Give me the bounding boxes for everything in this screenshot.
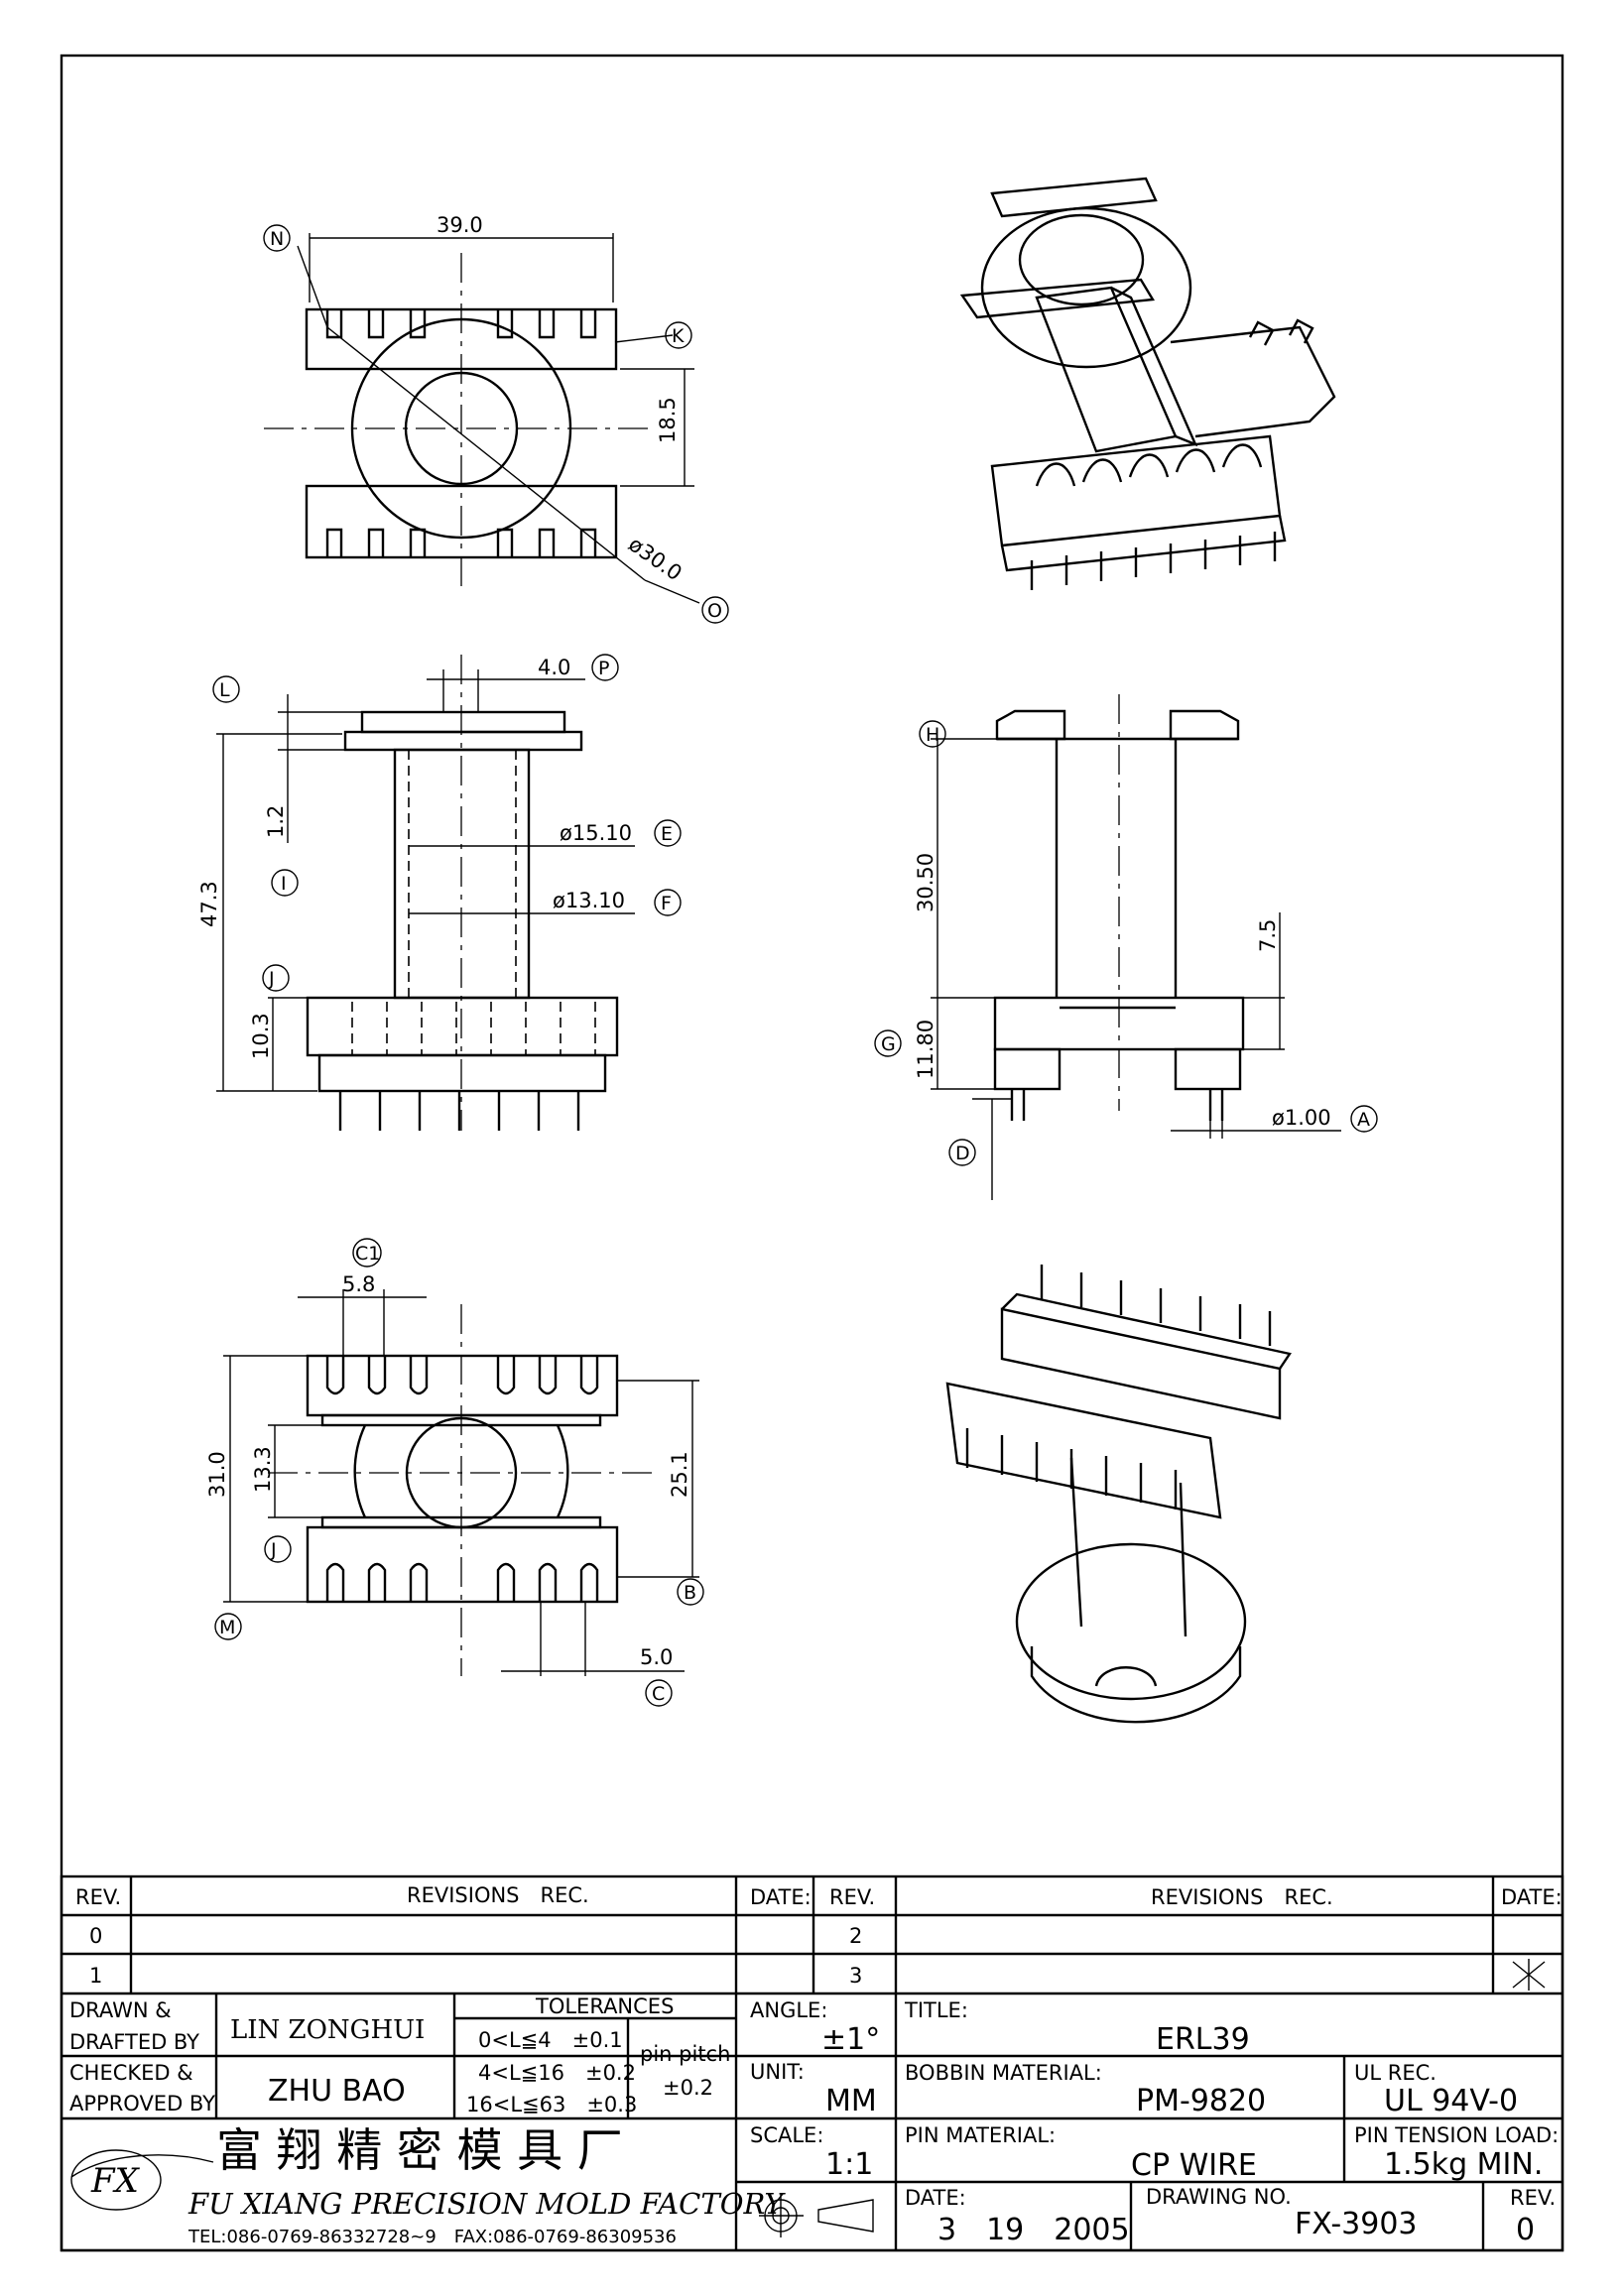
rev-row-3: 3 <box>849 1964 862 1988</box>
date-label: DATE: <box>905 2186 966 2210</box>
bobbin-material-label: BOBBIN MATERIAL: <box>905 2061 1102 2085</box>
scale-value: 1:1 <box>825 2147 873 2182</box>
callout-c1: C1 <box>355 1243 380 1265</box>
rev-value: 0 <box>1516 2213 1535 2247</box>
bottom-slot-width-label: 5.8 <box>342 1272 375 1296</box>
front-outer-diameter-label: ø15.10 <box>560 821 632 845</box>
bottom-outer-height-label: 25.1 <box>668 1451 691 1498</box>
callout-g: G <box>881 1033 896 1055</box>
top-height-label: 18.5 <box>656 397 680 443</box>
date-value: 3 19 2005 <box>937 2213 1130 2247</box>
rev-label: REV. <box>1510 2186 1556 2210</box>
scale-label: SCALE: <box>750 2123 823 2147</box>
bottom-view: 5.8 31.0 13.3 25.1 5.0 C1 J M B C <box>205 1238 704 1707</box>
company-contact: TEL:086-0769-86332728~9 FAX:086-0769-863… <box>187 2227 677 2247</box>
callout-d: D <box>955 1143 970 1164</box>
checked-label-1: CHECKED & <box>69 2061 193 2085</box>
rev-row-1: 1 <box>89 1964 102 1988</box>
callout-h: H <box>926 724 939 746</box>
callout-b: B <box>684 1582 696 1604</box>
front-base-height-label: 10.3 <box>249 1013 273 1059</box>
date-header-left: DATE: <box>750 1885 812 1909</box>
front-total-height-label: 47.3 <box>197 881 221 927</box>
front-view: 4.0 47.3 1.2 ø15.10 ø13.10 10.3 L P I E … <box>197 654 682 1131</box>
callout-n: N <box>270 228 284 250</box>
top-view: 39.0 18.5 ø30.0 N K O <box>263 213 729 624</box>
bottom-total-height-label: 31.0 <box>205 1451 229 1498</box>
callout-j-bottom: J <box>270 1539 277 1561</box>
callout-o: O <box>707 600 722 622</box>
title-block: REV. REVISIONS REC. DATE: REV. REVISIONS… <box>60 1874 1564 2252</box>
unit-value: MM <box>825 2084 877 2118</box>
checked-label-2: APPROVED BY <box>69 2092 215 2115</box>
front-flange-thickness-label: 1.2 <box>264 805 288 838</box>
tolerances-header: TOLERANCES <box>535 1994 674 2018</box>
drawn-by-value: LIN ZONGHUI <box>230 2015 425 2045</box>
tolerance-row-2: 4<L≦16 ±0.2 <box>478 2061 636 2085</box>
bottom-pin-pitch-label: 5.0 <box>640 1645 673 1669</box>
title-value: ERL39 <box>1156 2022 1250 2057</box>
drawn-label-1: DRAWN & <box>69 1998 172 2022</box>
angle-value: ±1° <box>821 2022 880 2057</box>
title-label: TITLE: <box>904 1998 968 2022</box>
callout-i: I <box>281 873 287 895</box>
company-name-en: FU XIANG PRECISION MOLD FACTORY <box>187 2187 786 2221</box>
company-name-cn: 富 翔 精 密 模 具 厂 <box>216 2123 623 2177</box>
revisions-header-left: REVISIONS REC. <box>407 1883 589 1907</box>
tolerance-row-3: 16<L≦63 ±0.3 <box>466 2093 637 2116</box>
pin-tension-label: PIN TENSION LOAD: <box>1354 2123 1559 2147</box>
projection-symbol-icon <box>759 2194 874 2237</box>
pin-pitch-label: pin pitch <box>640 2042 730 2066</box>
callout-e: E <box>661 823 673 845</box>
tolerance-row-1: 0<L≦4 ±0.1 <box>478 2028 623 2052</box>
front-inner-diameter-label: ø13.10 <box>553 889 625 912</box>
drawn-label-2: DRAFTED BY <box>69 2030 199 2054</box>
drawing-no-value: FX-3903 <box>1295 2207 1418 2241</box>
company-logo: FX <box>70 2149 214 2211</box>
top-diameter-label: ø30.0 <box>624 532 687 585</box>
isometric-view-top <box>959 177 1336 590</box>
pin-material-value: CP WIRE <box>1131 2148 1257 2183</box>
callout-a: A <box>1357 1109 1370 1131</box>
asterisk-icon <box>1512 1959 1546 1991</box>
ul-rec-value: UL 94V-0 <box>1384 2084 1518 2118</box>
ul-rec-label: UL REC. <box>1354 2061 1437 2085</box>
pin-pitch-value: ±0.2 <box>663 2076 713 2100</box>
pin-tension-value: 1.5kg MIN. <box>1384 2147 1543 2182</box>
side-winding-height-label: 30.50 <box>914 853 937 912</box>
callout-m: M <box>219 1617 235 1638</box>
revisions-header-right: REVISIONS REC. <box>1151 1885 1333 1909</box>
rev-row-0: 0 <box>89 1924 102 1948</box>
side-base-height-label: 11.80 <box>914 1020 937 1079</box>
side-pin-diameter-label: ø1.00 <box>1272 1106 1331 1130</box>
side-view: 30.50 7.5 11.80 ø1.00 H G D A <box>874 694 1378 1200</box>
callout-k: K <box>672 325 685 347</box>
drawing-no-label: DRAWING NO. <box>1146 2185 1292 2209</box>
side-pin-length-label: 7.5 <box>1256 919 1280 952</box>
callout-j-front: J <box>268 968 275 990</box>
front-flange-width-label: 4.0 <box>538 656 570 679</box>
company-logo-text: FX <box>90 2161 141 2201</box>
rev-header-left: REV. <box>75 1885 121 1909</box>
callout-l: L <box>219 679 230 701</box>
sheet-border <box>60 54 1564 2252</box>
date-header-right: DATE: <box>1501 1885 1562 1909</box>
rev-row-2: 2 <box>849 1924 862 1948</box>
callout-c: C <box>652 1683 665 1705</box>
rev-header-right: REV. <box>829 1885 875 1909</box>
callout-f: F <box>661 893 672 914</box>
checked-by-value: ZHU BAO <box>268 2074 406 2109</box>
unit-label: UNIT: <box>750 2060 805 2084</box>
top-width-label: 39.0 <box>437 213 483 237</box>
bobbin-material-value: PM-9820 <box>1136 2084 1266 2118</box>
bottom-inner-height-label: 13.3 <box>251 1446 275 1493</box>
angle-label: ANGLE: <box>750 1998 827 2022</box>
pin-material-label: PIN MATERIAL: <box>905 2123 1056 2147</box>
isometric-view-bottom <box>945 1265 1292 1724</box>
callout-p: P <box>598 658 609 679</box>
